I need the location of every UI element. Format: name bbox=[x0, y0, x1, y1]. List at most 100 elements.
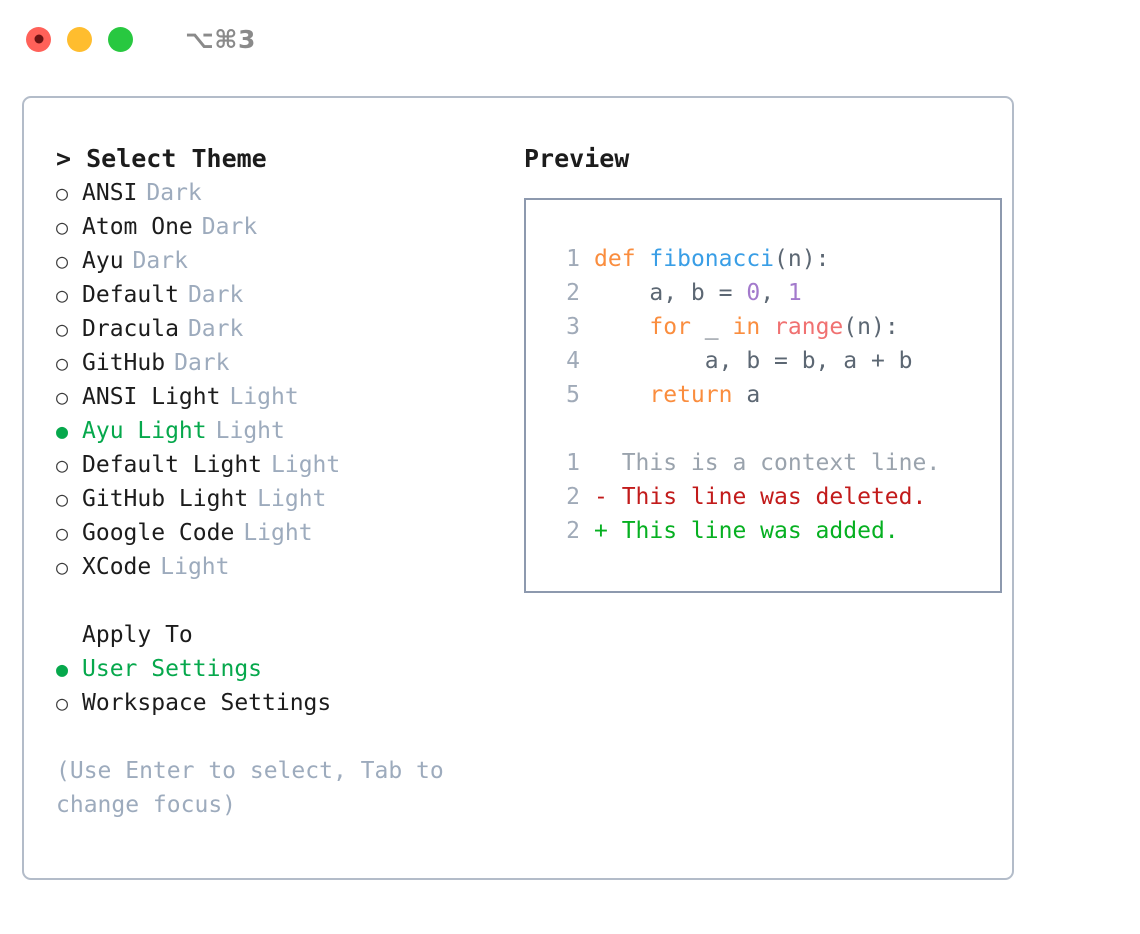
theme-option-variant: Dark bbox=[187, 316, 244, 342]
theme-option-variant: Dark bbox=[201, 214, 258, 240]
code-token-call: range bbox=[774, 314, 844, 340]
theme-option-variant: Light bbox=[271, 452, 341, 478]
apply-to-option-workspace-settings[interactable]: ○ Workspace Settings bbox=[56, 686, 500, 720]
minimize-button[interactable] bbox=[67, 26, 92, 52]
diff-line-content: - This line was deleted. bbox=[594, 484, 927, 510]
theme-option-variant: Light bbox=[160, 554, 230, 580]
radio-selected-icon: ● bbox=[56, 657, 69, 681]
code-token-punct: (n): bbox=[774, 246, 830, 272]
theme-option-variant: Light bbox=[215, 418, 285, 444]
radio-unselected-icon: ○ bbox=[56, 555, 69, 579]
code-token-plain: _ bbox=[690, 314, 733, 340]
radio-unselected-icon: ○ bbox=[56, 181, 69, 205]
theme-option-label: Ayu Light bbox=[82, 418, 207, 444]
code-line-content: a, b = b, a + b bbox=[594, 344, 913, 378]
theme-option-variant: Dark bbox=[187, 282, 244, 308]
code-token-kw: for bbox=[649, 314, 691, 340]
theme-option-xcode[interactable]: ○ XCode Light bbox=[56, 550, 500, 584]
code-line: 3 for _ in range(n): bbox=[526, 310, 1000, 344]
code-token-plain bbox=[594, 382, 649, 408]
theme-option-google-code[interactable]: ○ Google Code Light bbox=[56, 516, 500, 550]
theme-option-label: ANSI Light bbox=[82, 384, 221, 410]
code-line-content: def fibonacci(n): bbox=[594, 242, 829, 276]
code-token-kw: in bbox=[732, 314, 761, 340]
window-controls bbox=[26, 26, 133, 52]
select-theme-heading: > Select Theme bbox=[56, 144, 267, 173]
radio-unselected-icon: ○ bbox=[56, 283, 69, 307]
theme-option-variant: Light bbox=[243, 520, 313, 546]
titlebar: ⌥⌘3 bbox=[0, 0, 1140, 78]
theme-option-label: Atom One bbox=[82, 214, 193, 240]
radio-unselected-icon: ○ bbox=[56, 317, 69, 341]
diff-line-ctx: 1 This is a context line. bbox=[526, 446, 1000, 480]
apply-to-option-user-settings[interactable]: ● User Settings bbox=[56, 652, 500, 686]
radio-unselected-icon: ○ bbox=[56, 385, 69, 409]
theme-option-label: Ayu bbox=[82, 248, 124, 274]
apply-to-option-label: Workspace Settings bbox=[82, 690, 332, 716]
code-token-num: 0 bbox=[746, 280, 761, 306]
code-line-number: 2 bbox=[566, 280, 580, 306]
code-line-content: for _ in range(n): bbox=[594, 310, 899, 344]
code-token-kw: return bbox=[649, 382, 733, 408]
code-token-kw: def bbox=[594, 246, 636, 272]
theme-option-label: ANSI bbox=[82, 180, 138, 206]
code-token-plain: , bbox=[760, 280, 788, 306]
diff-line-number: 1 bbox=[566, 450, 580, 476]
code-token-plain: a, b = b, a + b bbox=[594, 348, 913, 374]
apply-to-heading: Apply To bbox=[82, 622, 193, 648]
preview-heading: Preview bbox=[524, 144, 630, 173]
apply-to-option-label: User Settings bbox=[82, 656, 263, 682]
keyboard-hint-text: (Use Enter to select, Tab to change focu… bbox=[56, 758, 444, 818]
theme-option-label: Default Light bbox=[82, 452, 263, 478]
theme-option-default[interactable]: ○ Default Dark bbox=[56, 278, 500, 312]
keyboard-shortcut-label: ⌥⌘3 bbox=[185, 24, 256, 54]
theme-option-variant: Light bbox=[257, 486, 327, 512]
theme-option-variant: Light bbox=[229, 384, 299, 410]
theme-option-label: XCode bbox=[82, 554, 152, 580]
radio-selected-icon: ● bbox=[56, 419, 69, 443]
code-token-punct: (n): bbox=[843, 314, 899, 340]
code-token-plain bbox=[594, 314, 649, 340]
radio-unselected-icon: ○ bbox=[56, 521, 69, 545]
theme-option-label: Default bbox=[82, 282, 179, 308]
code-line: 1 def fibonacci(n): bbox=[526, 242, 1000, 276]
maximize-button[interactable] bbox=[108, 26, 133, 52]
theme-option-label: GitHub Light bbox=[82, 486, 249, 512]
section-spacer bbox=[56, 584, 500, 618]
theme-option-ansi[interactable]: ○ ANSI Dark bbox=[56, 176, 500, 210]
code-line-number: 5 bbox=[566, 382, 580, 408]
theme-option-variant: Dark bbox=[132, 248, 188, 274]
radio-unselected-icon: ○ bbox=[56, 215, 69, 239]
code-line-number: 1 bbox=[566, 246, 580, 272]
radio-unselected-icon: ○ bbox=[56, 691, 69, 715]
diff-line-number: 2 bbox=[566, 518, 580, 544]
code-line-content: a, b = 0, 1 bbox=[594, 276, 802, 310]
theme-option-ayu-light[interactable]: ● Ayu Light Light bbox=[56, 414, 500, 448]
theme-option-variant: Dark bbox=[146, 180, 202, 206]
diff-preview-block: 1 This is a context line.2- This line wa… bbox=[526, 446, 1000, 548]
theme-option-atom-one[interactable]: ○ Atom One Dark bbox=[56, 210, 500, 244]
code-token-plain bbox=[636, 246, 650, 272]
code-line-number: 3 bbox=[566, 314, 580, 340]
code-line-number: 4 bbox=[566, 348, 580, 374]
code-token-fn: fibonacci bbox=[649, 246, 775, 272]
diff-line-content: + This line was added. bbox=[594, 518, 899, 544]
code-token-num: 1 bbox=[787, 280, 802, 306]
diff-line-del: 2- This line was deleted. bbox=[526, 480, 1000, 514]
theme-option-ansi-light[interactable]: ○ ANSI Light Light bbox=[56, 380, 500, 414]
theme-option-label: Google Code bbox=[82, 520, 235, 546]
close-button[interactable] bbox=[26, 26, 51, 52]
theme-option-variant: Dark bbox=[174, 350, 230, 376]
code-line: 5 return a bbox=[526, 378, 1000, 412]
radio-unselected-icon: ○ bbox=[56, 487, 69, 511]
theme-option-github-light[interactable]: ○ GitHub Light Light bbox=[56, 482, 500, 516]
